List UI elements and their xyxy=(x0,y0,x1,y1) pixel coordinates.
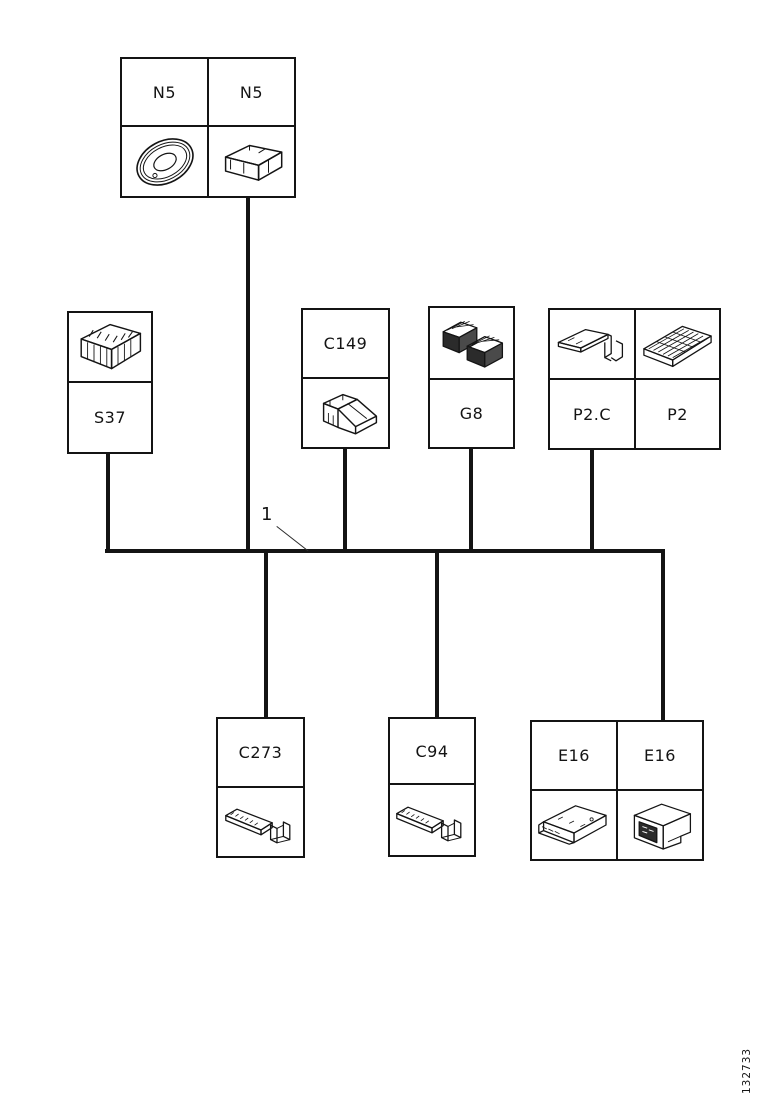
component-label-c94: C94 xyxy=(415,741,449,761)
component-label-s37: S37 xyxy=(93,408,126,427)
flat-unit-icon xyxy=(538,805,607,845)
n5-left-image-cell xyxy=(122,127,207,196)
component-label-p2c: P2.C xyxy=(572,404,612,424)
harness-callout-number: 1 xyxy=(261,504,273,525)
p2c-image-cell xyxy=(550,310,634,378)
figure-code: 132733 xyxy=(741,1047,753,1094)
bracket-connector-icon xyxy=(557,328,624,362)
c273-label-cell: C273 xyxy=(218,719,303,786)
s37-image-cell xyxy=(69,313,151,381)
component-group-s37: S37 xyxy=(67,311,153,454)
component-label-c273: C273 xyxy=(238,743,283,762)
wire-to-c149 xyxy=(343,449,347,551)
module-box-icon xyxy=(224,144,282,181)
g8-label-cell: G8 xyxy=(430,380,513,447)
dual-connectors-icon xyxy=(442,321,503,368)
flat-pin-connector-icon xyxy=(643,325,712,368)
socket-unit-icon xyxy=(633,803,692,850)
component-group-c149: C149 xyxy=(301,308,390,449)
lever-connector-icon xyxy=(322,393,377,435)
component-group-c94: C94 xyxy=(388,717,476,857)
n5-right-label-cell: N5 xyxy=(209,59,294,125)
component-group-c273: C273 xyxy=(216,717,305,858)
wire-to-c94 xyxy=(435,551,439,717)
e16-right-label-cell: E16 xyxy=(618,722,702,789)
n5-right-image-cell xyxy=(209,127,294,196)
wire-terminal-icon xyxy=(224,808,290,844)
c94-label-cell: C94 xyxy=(390,719,474,783)
component-group-g8: G8 xyxy=(428,306,515,449)
component-label-e16-left: E16 xyxy=(558,746,590,765)
oval-speaker-icon xyxy=(135,137,194,186)
e16-left-image-cell xyxy=(532,791,616,859)
component-group-p2: P2.C P2 xyxy=(548,308,721,450)
callout-leader-line xyxy=(276,526,309,552)
wire-to-n5 xyxy=(246,198,250,551)
wire-to-g8 xyxy=(469,449,473,551)
c94-image-cell xyxy=(390,785,474,855)
c149-label-cell: C149 xyxy=(303,310,388,377)
p2c-label-cell: P2.C xyxy=(550,380,634,448)
wire-terminal-icon xyxy=(396,806,462,842)
g8-image-cell xyxy=(430,308,513,378)
component-label-g8: G8 xyxy=(459,404,484,423)
p2-image-cell xyxy=(636,310,719,378)
harness-bus-line xyxy=(105,549,665,553)
n5-left-label-cell: N5 xyxy=(122,59,207,125)
wire-to-s37 xyxy=(106,454,110,551)
component-label-n5-right: N5 xyxy=(239,82,264,102)
component-label-e16-right: E16 xyxy=(644,746,676,765)
e16-left-label-cell: E16 xyxy=(532,722,616,789)
c149-image-cell xyxy=(303,379,388,447)
e16-right-image-cell xyxy=(618,791,702,859)
multi-pin-connector-icon xyxy=(80,323,142,370)
component-label-n5-left: N5 xyxy=(152,82,177,102)
component-label-c149: C149 xyxy=(323,334,368,353)
p2-label-cell: P2 xyxy=(636,380,719,448)
component-group-e16: E16 E16 xyxy=(530,720,704,861)
wire-to-e16 xyxy=(661,549,665,720)
component-label-p2: P2 xyxy=(667,404,688,424)
c273-image-cell xyxy=(218,788,303,856)
s37-label-cell: S37 xyxy=(69,383,151,452)
component-group-n5: N5 N5 xyxy=(120,57,296,198)
wire-to-p2 xyxy=(590,450,594,551)
wire-to-c273 xyxy=(264,551,268,717)
